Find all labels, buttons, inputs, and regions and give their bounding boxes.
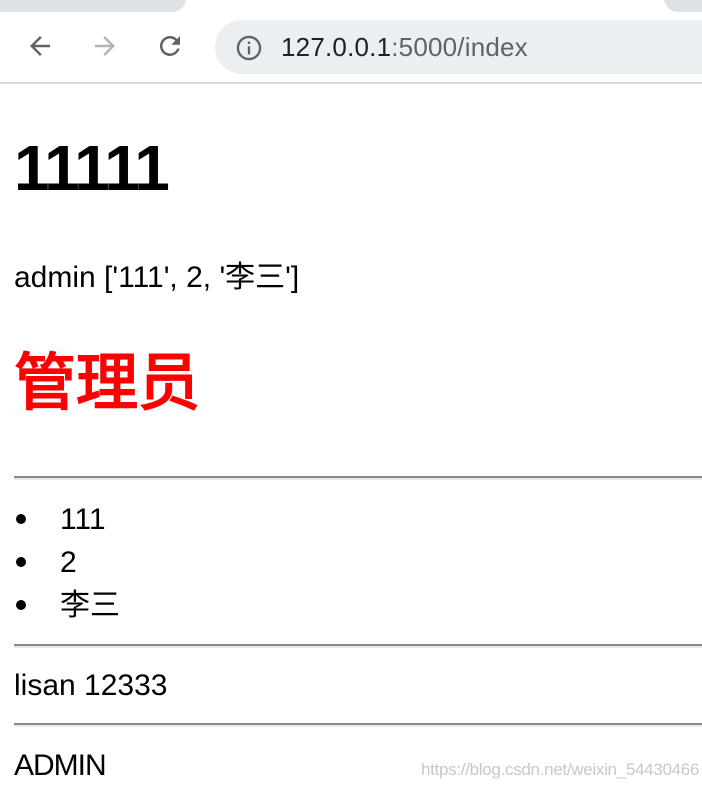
tab-strip [0, 0, 702, 14]
address-bar[interactable]: 127.0.0.1:5000/index [215, 20, 702, 74]
reload-button[interactable] [152, 28, 188, 64]
list-item-text: 111 [60, 503, 106, 536]
url-host: 127.0.0.1 [281, 32, 392, 62]
forward-button[interactable] [87, 28, 123, 64]
url-path: :5000/index [391, 32, 528, 62]
watermark: https://blog.csdn.net/weixin_54430466 [421, 760, 700, 779]
list-item-text: 2 [60, 546, 77, 579]
list-item-text: 李三 [60, 589, 120, 622]
arrow-right-icon [95, 36, 115, 56]
divider [14, 723, 702, 727]
info-icon[interactable] [235, 34, 263, 62]
url-text[interactable]: 127.0.0.1:5000/index [281, 32, 528, 62]
user-line: lisan 12333 [14, 669, 168, 702]
page-heading: 11111 [14, 132, 170, 204]
bullet-icon [16, 600, 26, 610]
red-title: 管理员 [14, 349, 201, 418]
divider [14, 644, 702, 648]
arrow-left-icon [30, 36, 50, 56]
list-item: 2 [14, 541, 120, 584]
admin-line: admin ['111', 2, '李三'] [14, 261, 300, 294]
upper-line: ADMIN [14, 749, 107, 782]
browser-toolbar: 127.0.0.1:5000/index [0, 14, 702, 84]
item-list: 111 2 李三 [14, 498, 120, 627]
back-button[interactable] [22, 28, 58, 64]
browser-tab-right[interactable] [664, 0, 702, 12]
list-item: 111 [14, 498, 120, 541]
bullet-icon [16, 514, 26, 524]
reload-icon [159, 35, 180, 56]
browser-tab[interactable] [0, 0, 186, 12]
divider [14, 476, 702, 480]
bullet-icon [16, 557, 26, 567]
list-item: 李三 [14, 584, 120, 627]
